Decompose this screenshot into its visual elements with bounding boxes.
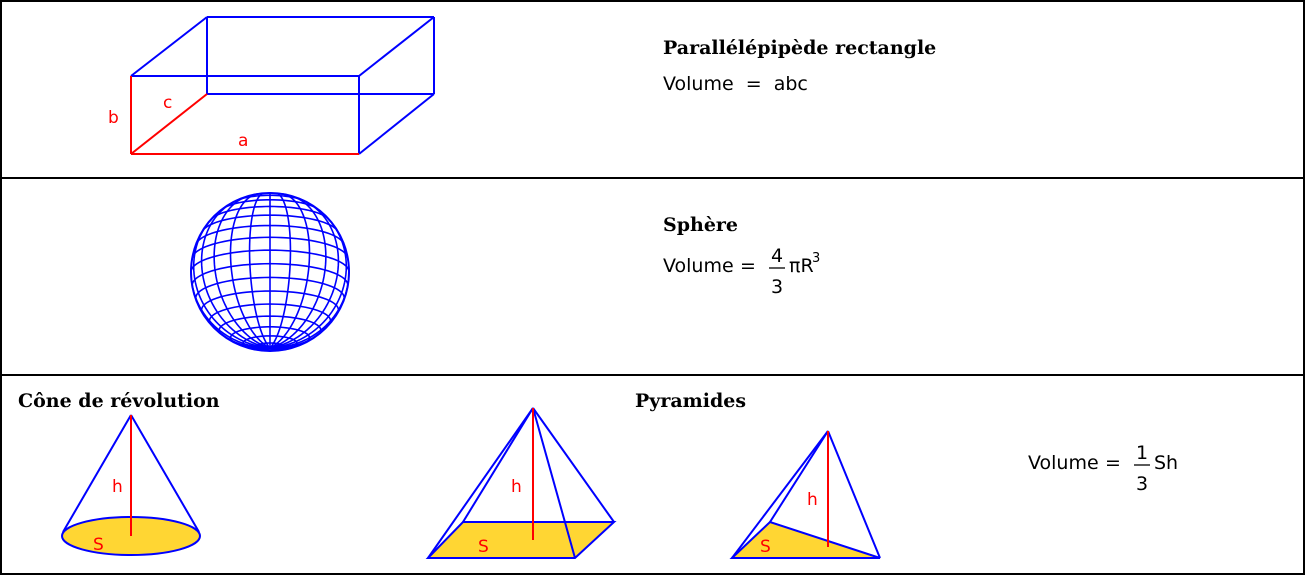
pyramid-edge [462,407,534,523]
sphere-latitude [195,224,345,245]
sphere-grid [190,192,350,352]
label-b: b [108,108,119,128]
box-title: Parallélépipède rectangle [663,37,936,59]
label-S: S [93,535,104,555]
box-edge [358,16,435,77]
frac-denominator: 3 [771,276,783,298]
box-formula: Volume = abc [663,73,808,95]
sphere-latitude [201,214,339,232]
sphere-meridian [269,268,350,349]
formula-label: Volume [663,73,734,95]
pyramid-edge [769,430,829,523]
row-sphere: Sphère Volume = 4 3 πR 3 [190,192,820,352]
sphere-meridian [269,192,292,349]
square-pyramid-figure: h S [425,407,617,559]
sphere-meridian [192,213,271,349]
sphere-title: Sphère [663,214,738,236]
sphere-latitude [200,290,340,314]
pyramid-base [425,521,617,559]
sphere-meridian [269,200,340,349]
label-S: S [760,537,771,557]
sphere-meridian [269,347,276,352]
label-a: a [238,131,248,151]
pyramid-edge [827,430,881,559]
box-edge [358,93,435,155]
formula-equals: = [1105,452,1121,474]
sphere-meridian [213,194,271,349]
sphere-figure [190,192,350,352]
sphere-meridian [269,194,327,349]
pyramid-edge [731,430,829,559]
label-h: h [511,477,522,497]
sphere-latitude [195,276,345,301]
pyramid-base [729,520,881,559]
label-h: h [112,477,123,497]
sphere-meridian [229,193,271,349]
pyramid-edge [532,407,615,523]
pyramid-edge [532,407,576,559]
label-h: h [807,490,818,510]
formula-rest: πR [789,255,814,277]
pyramid-formula: Volume = 1 3 Sh [1028,442,1178,495]
cone-edge [62,414,132,533]
frac-numerator: 1 [1136,442,1148,464]
formula-label: Volume [663,255,734,277]
box-edge [130,16,208,77]
cone-title: Cône de révolution [18,390,220,412]
sphere-meridian [200,200,271,349]
cone-edge [130,414,200,533]
frac-numerator: 4 [771,245,783,267]
pyramids-title: Pyramides [635,390,746,412]
sphere-meridian [248,192,271,349]
formula-equals: = [740,255,756,277]
row-parallelepiped: a b c Parallélépipède rectangle Volume =… [108,16,936,155]
triangular-pyramid-figure: h S [729,430,881,559]
row-cone-pyramids: Cône de révolution Pyramides h S h S [18,390,1178,559]
formula-exponent: 3 [812,251,820,266]
edge-c [130,93,208,155]
sphere-meridian [269,193,311,349]
formula-label: Volume [1028,452,1099,474]
sphere-formula: Volume = 4 3 πR 3 [663,245,820,298]
cone-figure: h S [61,414,201,556]
sphere-meridian [269,213,348,349]
label-S: S [478,537,489,557]
pyramid-edge [427,407,534,559]
frac-denominator: 3 [1136,473,1148,495]
label-c: c [163,93,172,113]
box-figure: a b c [108,16,435,155]
formula-expr: abc [774,73,808,95]
sphere-meridian [190,268,271,349]
formula-rest: Sh [1154,452,1178,474]
formula-equals: = [746,73,762,95]
